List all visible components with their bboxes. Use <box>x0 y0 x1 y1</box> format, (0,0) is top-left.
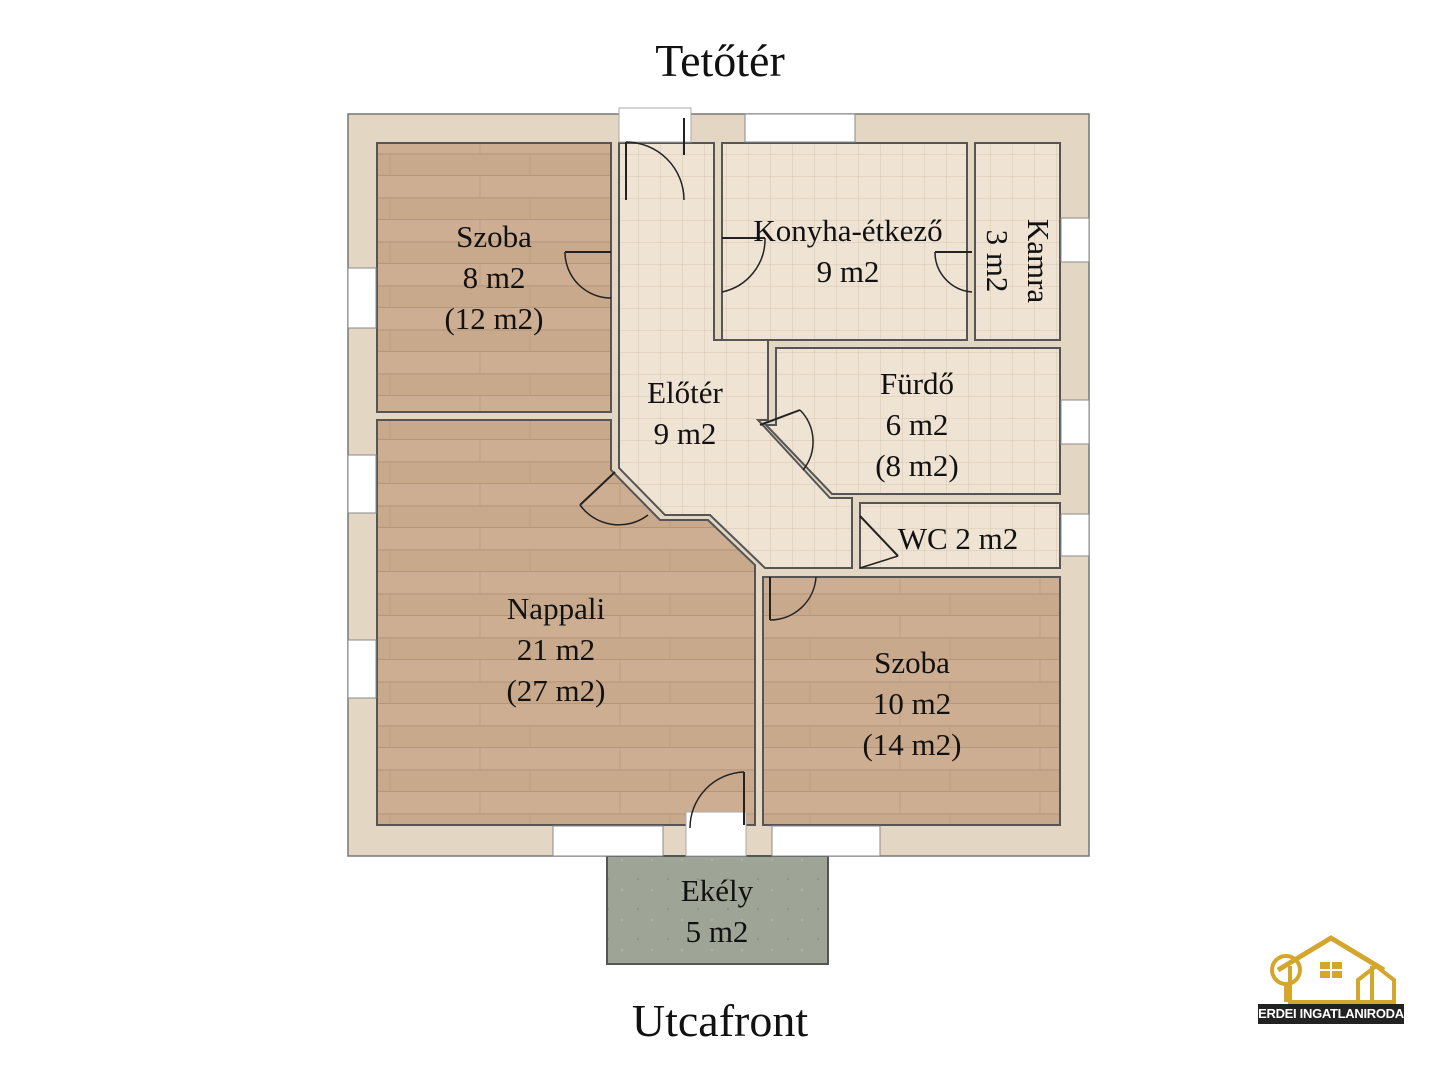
window-right-3 <box>1060 513 1090 557</box>
room-area-total: (14 m2) <box>862 727 962 762</box>
window-left-3 <box>347 639 377 699</box>
label-wc: WC 2 m2 <box>878 518 1038 559</box>
window-right-2 <box>1060 399 1090 445</box>
window-top-1 <box>744 113 856 143</box>
room-name: Ekély <box>680 873 754 908</box>
room-kamra <box>974 142 1061 341</box>
room-konyha <box>721 142 968 341</box>
door-furdo <box>759 409 814 471</box>
door-konyha <box>721 237 766 293</box>
label-szoba-top: Szoba 8 m2 (12 m2) <box>414 216 574 339</box>
room-area-total: (8 m2) <box>875 448 959 483</box>
room-area: 10 m2 <box>872 686 952 721</box>
label-eloter: Előtér 9 m2 <box>625 372 745 454</box>
plan-title: Tetőtér <box>655 35 785 86</box>
window-bottom-2 <box>771 825 881 857</box>
label-nappali: Nappali 21 m2 (27 m2) <box>476 588 636 711</box>
room-area: 21 m2 <box>516 632 596 667</box>
window-left-1 <box>347 267 377 329</box>
room-area: 3 m2 <box>980 229 1015 293</box>
room-nappali <box>376 419 756 826</box>
door-szoba-bottom <box>769 576 817 621</box>
room-name: Konyha-étkező <box>753 213 943 248</box>
door-wc <box>859 515 899 569</box>
room-area-total: (12 m2) <box>444 301 544 336</box>
door-terrace <box>685 771 747 857</box>
door-entrance-top <box>618 107 692 201</box>
room-furdo <box>763 347 1061 495</box>
window-left-2 <box>347 454 377 514</box>
room-area: 9 m2 <box>816 254 880 289</box>
room-area-total: (27 m2) <box>506 673 606 708</box>
door-szoba-top <box>564 251 612 299</box>
logo-text: ERDEI INGATLANIRODA <box>1258 1004 1404 1024</box>
room-area: 8 m2 <box>462 260 526 295</box>
room-area: 5 m2 <box>685 914 749 949</box>
label-ekely: Ekély 5 m2 <box>637 870 797 952</box>
room-name: Kamra <box>1021 218 1056 304</box>
house-logo-icon <box>1270 935 1396 1004</box>
room-szoba-bottom <box>762 576 1061 826</box>
room-name: Előtér <box>647 375 723 410</box>
room-label: WC 2 m2 <box>897 521 1019 556</box>
label-furdo: Fürdő 6 m2 (8 m2) <box>837 363 997 486</box>
door-nappali <box>579 471 649 526</box>
room-name: Nappali <box>506 591 606 626</box>
room-area: 9 m2 <box>653 416 717 451</box>
room-name: Szoba <box>456 219 532 254</box>
window-right-1 <box>1060 217 1090 263</box>
room-name: Szoba <box>874 645 950 680</box>
label-konyha: Konyha-étkező 9 m2 <box>728 210 968 292</box>
room-area: 6 m2 <box>885 407 949 442</box>
door-kamra <box>934 251 973 293</box>
agency-logo: ERDEI INGATLANIRODA <box>1258 932 1404 1040</box>
street-front-label: Utcafront <box>631 995 809 1046</box>
room-name: Fürdő <box>879 366 955 401</box>
window-bottom-1 <box>552 825 664 857</box>
label-kamra: Kamra 3 m2 <box>977 186 1059 336</box>
label-szoba-bottom: Szoba 10 m2 (14 m2) <box>832 642 992 765</box>
